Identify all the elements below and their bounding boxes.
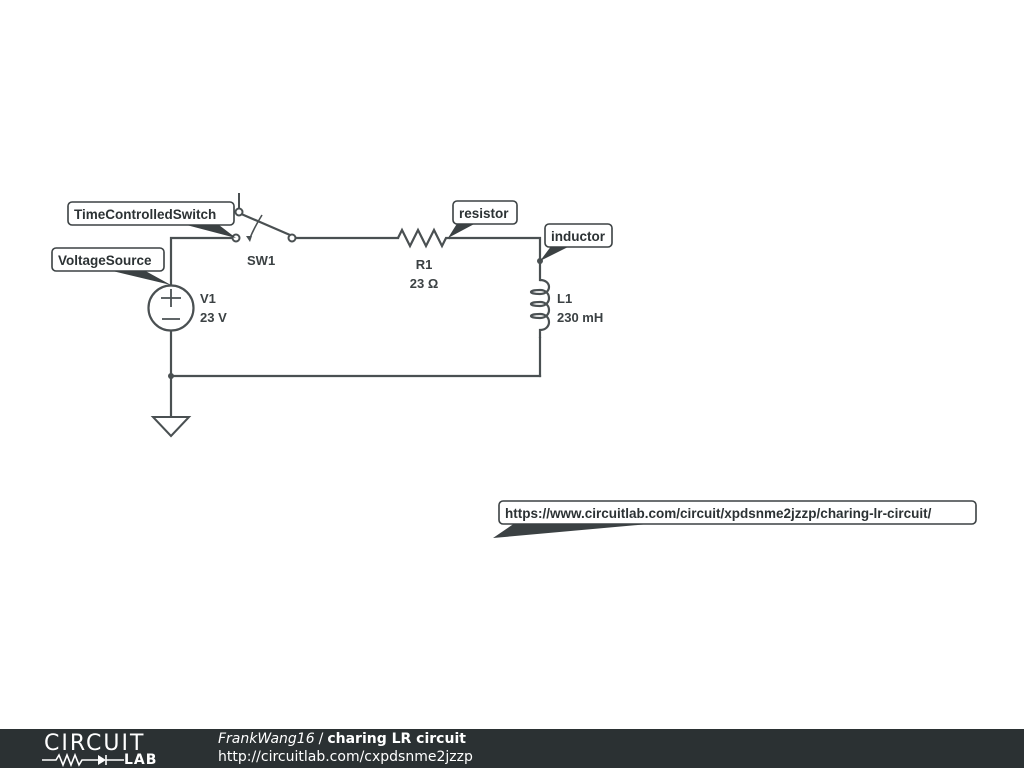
tag-resistor[interactable]: resistor — [448, 200, 518, 238]
tag-inductor[interactable]: inductor — [540, 223, 613, 261]
footer-circuit-info: FrankWang16/charing LR circuit — [218, 731, 466, 747]
author-link[interactable]: FrankWang16 — [218, 731, 315, 747]
resistor-value-label: 23 Ω — [410, 276, 439, 291]
source-name-label: V1 — [200, 291, 216, 306]
logo-wordmark-bottom: LAB — [124, 752, 158, 768]
tag-source[interactable]: VoltageSource — [51, 247, 171, 285]
time-controlled-switch-sw1[interactable] — [231, 193, 297, 243]
voltage-source-v1[interactable] — [147, 284, 195, 332]
footer-url-link[interactable]: http://circuitlab.com/cxpdsnme2jzzp — [218, 749, 473, 765]
inductor-value-label: 230 mH — [557, 310, 603, 325]
tag-source-text: VoltageSource — [58, 253, 152, 268]
resistor-r1[interactable] — [397, 227, 450, 249]
switch-name-label: SW1 — [247, 253, 275, 268]
tag-url[interactable]: https://www.circuitlab.com/circuit/xpdsn… — [493, 500, 977, 538]
resistor-name-label: R1 — [416, 257, 433, 272]
circuitlab-logo[interactable]: CIRCUIT LAB — [40, 731, 180, 768]
wire-resistor-inductor — [448, 236, 542, 282]
inductor-name-label: L1 — [557, 291, 572, 306]
tag-resistor-text: resistor — [459, 206, 509, 221]
source-value-label: 23 V — [200, 310, 227, 325]
wires — [169, 236, 542, 419]
ground-symbol — [150, 416, 192, 438]
logo-wordmark-top: CIRCUIT — [44, 731, 146, 756]
footer-separator: / — [318, 731, 324, 747]
circuit-schematic: V1 23 V SW1 R1 23 Ω L1 230 mH TimeContro… — [51, 193, 977, 538]
inductor-l1[interactable] — [529, 278, 551, 338]
tag-switch-text: TimeControlledSwitch — [74, 207, 216, 222]
logo-resistor-diode-icon — [42, 753, 124, 767]
tag-switch[interactable]: TimeControlledSwitch — [67, 201, 236, 238]
circuit-title: charing LR circuit — [327, 731, 466, 747]
footer-bar: CIRCUIT LAB FrankWang16/charing LR circu… — [0, 729, 1024, 768]
wire-left-top — [169, 236, 235, 288]
tag-inductor-text: inductor — [551, 229, 606, 244]
tag-url-text: https://www.circuitlab.com/circuit/xpdsn… — [505, 506, 932, 521]
node-ground-junction — [168, 373, 174, 379]
